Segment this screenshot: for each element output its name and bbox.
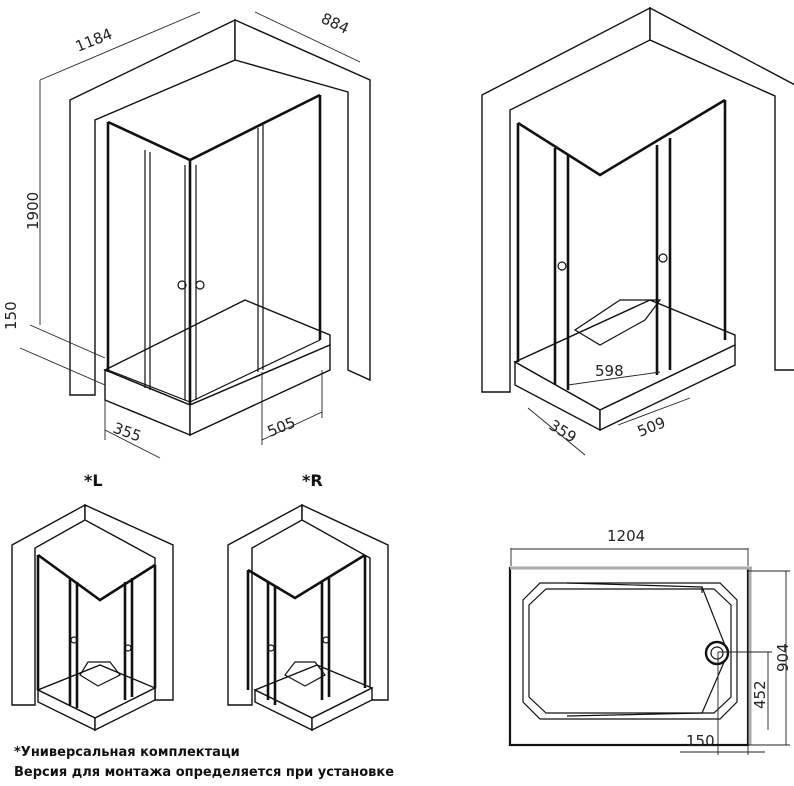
dimension-lines <box>19 11 361 459</box>
left-version-label: *L <box>84 471 103 490</box>
tray-inner <box>79 661 121 687</box>
handle-left <box>557 261 567 271</box>
right-isometric-view: 598 359 509 <box>481 6 794 456</box>
drain-inner <box>710 646 724 660</box>
dimension-lines <box>527 371 691 456</box>
handle-right <box>195 280 205 290</box>
enclosure <box>516 98 727 390</box>
dim-tray-height: 150 <box>2 301 20 330</box>
drain <box>704 640 730 666</box>
handle-right <box>322 636 330 644</box>
dim-drain-x: 150 <box>686 732 715 750</box>
dim-tray-width: 1204 <box>607 527 645 545</box>
dim-door-left: 355 <box>111 419 144 446</box>
tray-inner <box>573 299 662 346</box>
dim-door-right: 505 <box>265 413 298 440</box>
tray-inner <box>284 661 326 687</box>
tray-front-right <box>189 343 331 437</box>
dim-side-right: 509 <box>635 413 668 440</box>
right-wall <box>649 6 794 371</box>
tray-front-right <box>599 343 736 432</box>
right-version-label: *R <box>302 471 323 490</box>
dim-opening: 598 <box>595 362 624 380</box>
footnote-line-2: Версия для монтажа определяется при уста… <box>14 765 395 780</box>
dim-drain-y: 452 <box>751 680 769 709</box>
tray-front-right <box>94 686 156 732</box>
right-wall <box>234 18 371 382</box>
enclosure <box>106 93 322 405</box>
tray-plan-view: 1204 904 452 150 <box>508 527 792 755</box>
handle-left <box>177 280 187 290</box>
dim-tray-depth: 904 <box>774 643 792 672</box>
left-version-view: *L <box>11 471 174 732</box>
dim-height: 1900 <box>24 192 42 230</box>
footnote-line-1: *Универсальная комплектаци <box>14 745 240 760</box>
tray-basin-outer <box>522 582 738 720</box>
right-version-view: *R <box>227 471 389 732</box>
tray-basin-inner <box>528 588 732 714</box>
dim-depth: 884 <box>318 9 352 37</box>
dim-side-left: 359 <box>546 416 580 446</box>
tray-front-right <box>311 686 373 732</box>
handle-right <box>124 644 132 652</box>
handle-left <box>70 636 78 644</box>
handle-left <box>267 644 275 652</box>
main-isometric-view: 1184 884 1900 150 355 505 <box>2 9 371 459</box>
handle-right <box>658 253 668 263</box>
